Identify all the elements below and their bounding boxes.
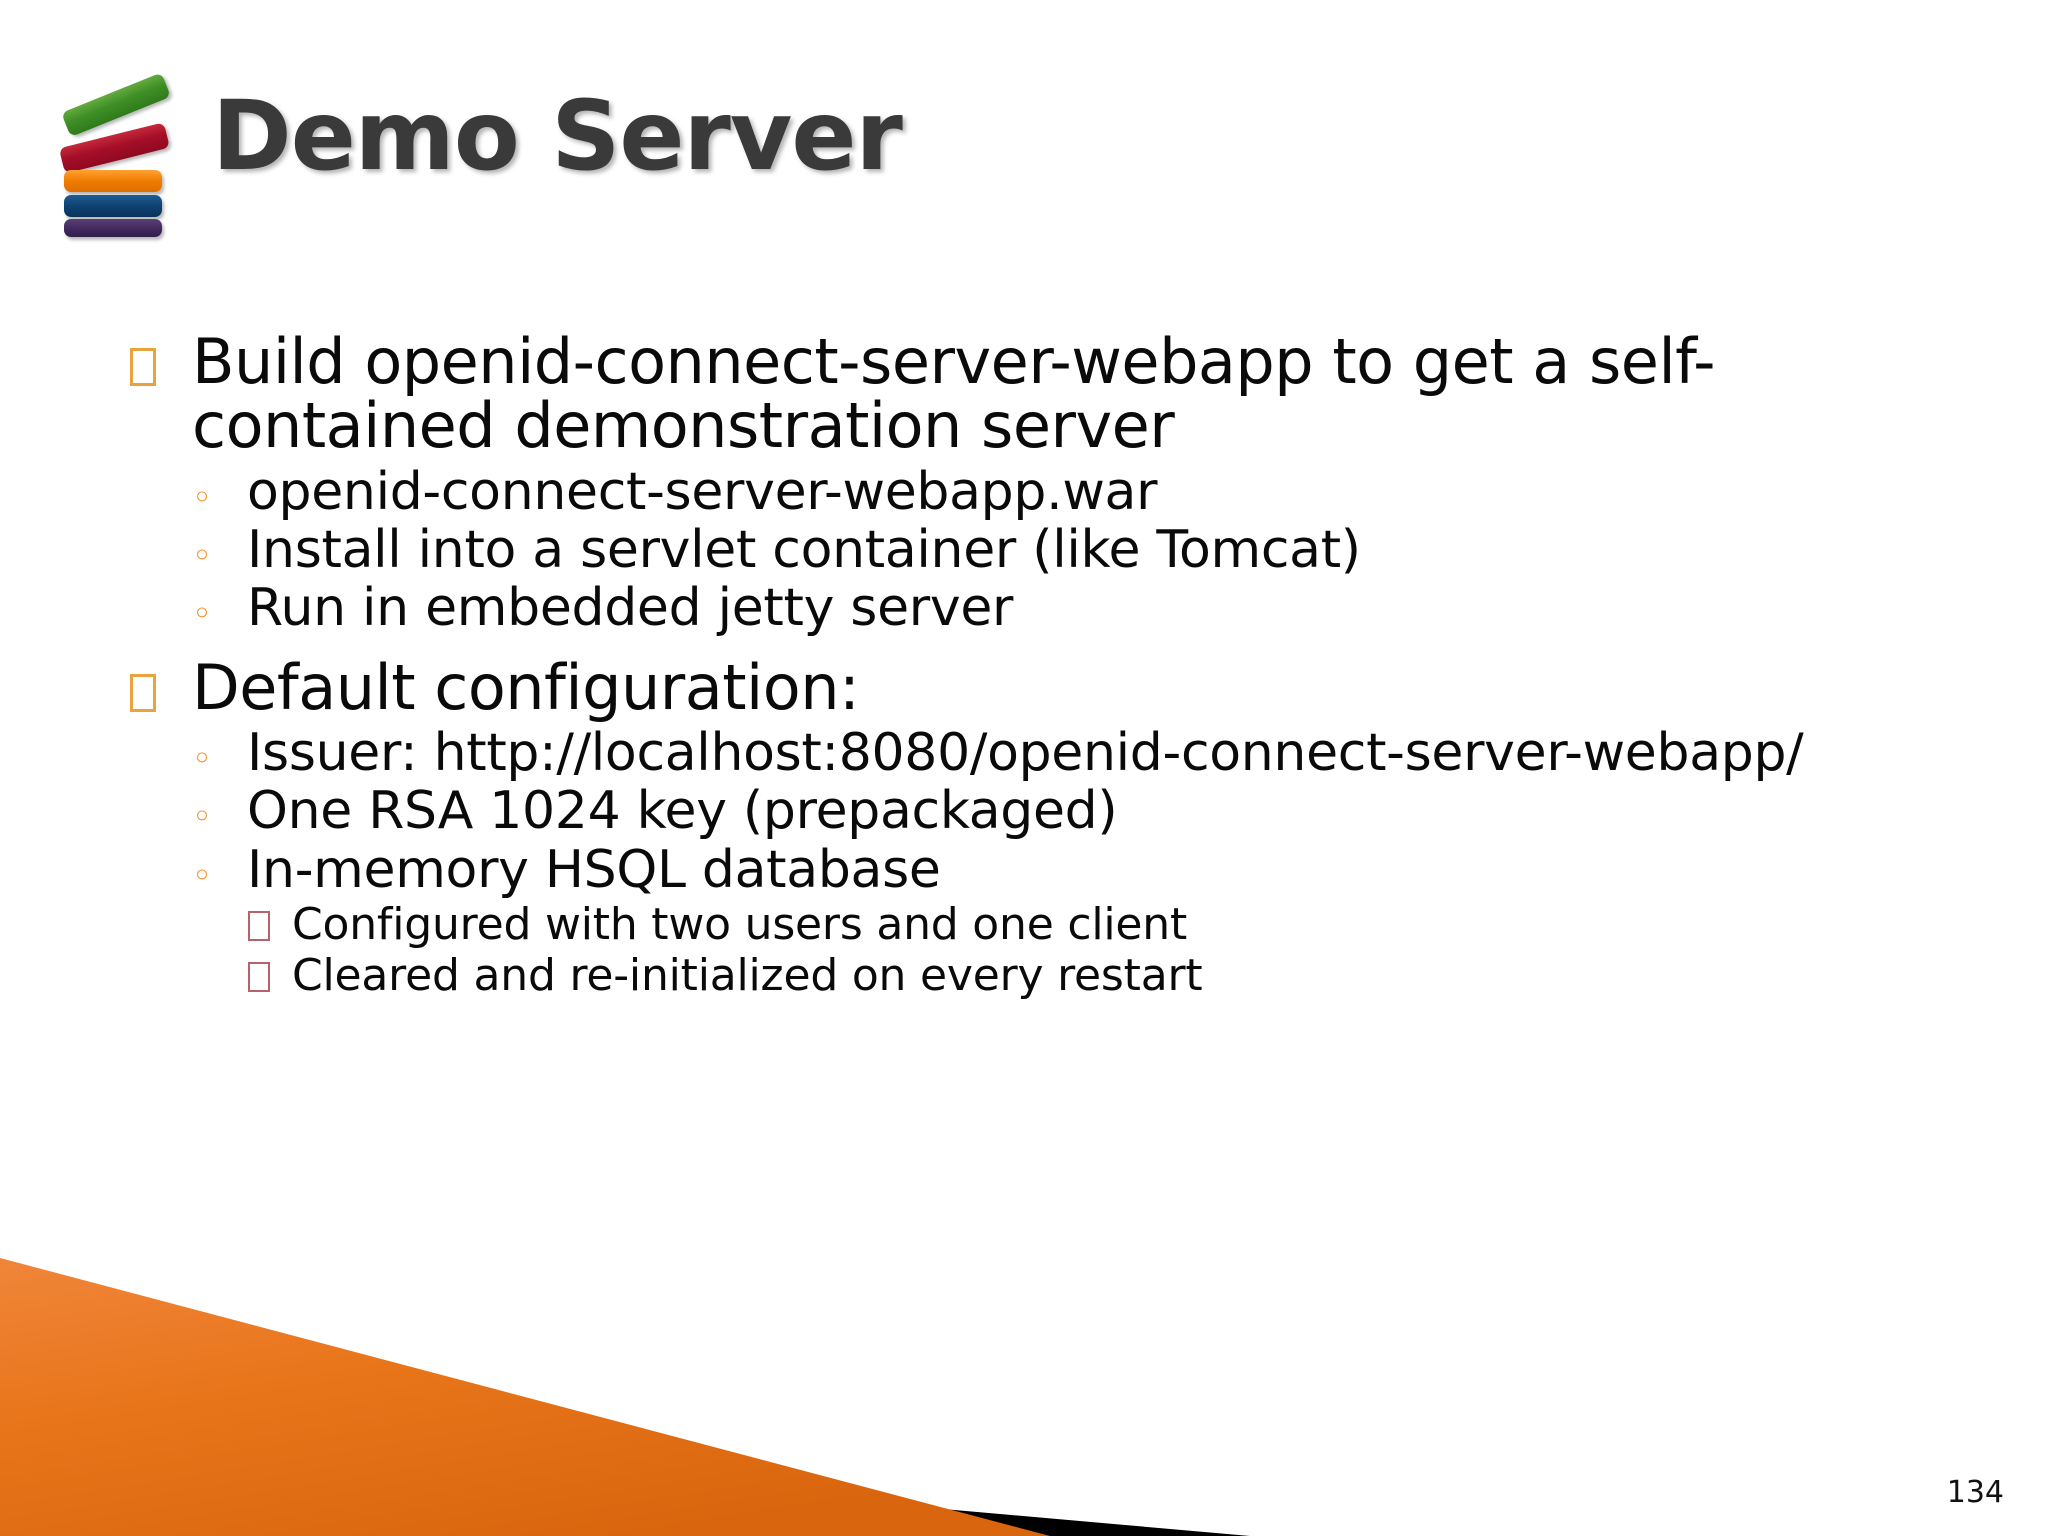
bullet-item: ◦ Run in embedded jetty server — [192, 579, 1990, 637]
hollow-circle-bullet-icon: ◦ — [192, 477, 213, 518]
slide-title: Demo Server — [212, 80, 903, 192]
bullet-text: Run in embedded jetty server — [247, 578, 1014, 639]
corner-black-band — [0, 1426, 1250, 1536]
slide-header: Demo Server — [0, 58, 2048, 237]
square-box-bullet-icon — [130, 656, 192, 716]
bullet-item: ◦ Issuer: http://localhost:8080/openid-c… — [192, 724, 1990, 782]
bullet-item: ◦ openid-connect-server-webapp.war — [192, 463, 1990, 521]
corner-decoration-svg — [0, 1258, 1250, 1536]
bullet-item: ◦ In-memory HSQL database — [192, 839, 1990, 900]
bullet-text: Issuer: http://localhost:8080/openid-con… — [247, 723, 1804, 784]
bullet-item: Default configuration: — [130, 650, 1990, 724]
bullet-text: Build openid-connect-server-webapp to ge… — [192, 325, 1716, 463]
page-number: 134 — [1946, 1475, 2004, 1510]
bullet-text: openid-connect-server-webapp.war — [247, 461, 1158, 522]
hollow-circle-bullet-icon: ◦ — [192, 797, 213, 838]
bullet-item: Configured with two users and one client — [248, 899, 1990, 950]
bullet-text: Default configuration: — [192, 650, 860, 724]
hollow-circle-bullet-icon: ◦ — [192, 536, 213, 577]
mitreid-logo-icon — [52, 72, 172, 237]
bullet-text: Configured with two users and one client — [292, 898, 1188, 950]
logo-bar-purple — [64, 219, 162, 237]
hollow-circle-bullet-icon: ◦ — [192, 739, 213, 780]
bullet-item: ◦ One RSA 1024 key (prepackaged) — [192, 782, 1990, 840]
hollow-circle-bullet-icon: ◦ — [192, 594, 213, 635]
bullet-text: In-memory HSQL database — [247, 839, 941, 900]
bullet-text: Install into a servlet container (like T… — [247, 520, 1361, 581]
hollow-circle-bullet-icon: ◦ — [192, 855, 213, 896]
corner-cream-band — [0, 1476, 1250, 1536]
square-box-bullet-icon — [248, 950, 292, 996]
bullet-text: Cleared and re-initialized on every rest… — [292, 949, 1203, 1001]
logo-bar-blue — [64, 195, 162, 217]
corner-orange-wedge — [0, 1258, 1050, 1536]
square-box-bullet-icon — [130, 330, 192, 390]
slide-body: Build openid-connect-server-webapp to ge… — [130, 325, 1990, 1001]
bullet-text: One RSA 1024 key (prepackaged) — [247, 781, 1118, 842]
square-box-bullet-icon — [248, 899, 292, 945]
bullet-item: ◦ Install into a servlet container (like… — [192, 521, 1990, 579]
logo-bar-orange — [64, 170, 162, 192]
bullet-item: Cleared and re-initialized on every rest… — [248, 950, 1990, 1001]
corner-decoration — [0, 1236, 1250, 1536]
bullet-item: Build openid-connect-server-webapp to ge… — [130, 325, 1990, 463]
